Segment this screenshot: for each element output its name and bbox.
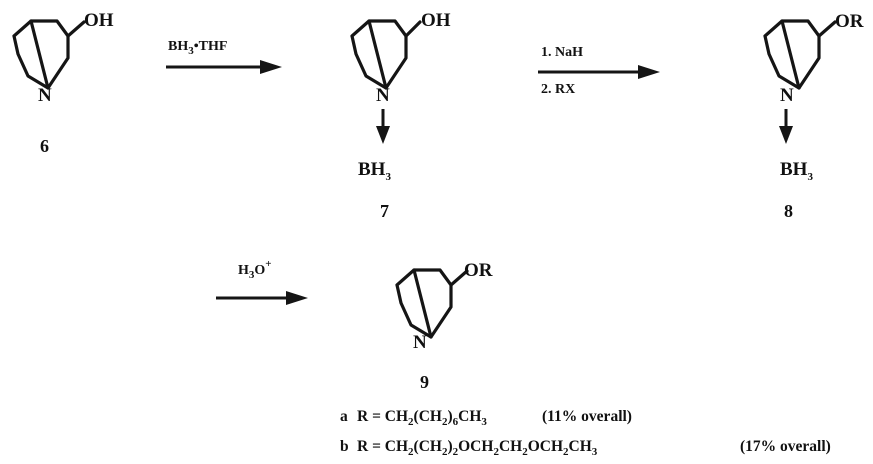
compound-number: 8: [784, 201, 793, 221]
reaction-arrow-2: 1. NaH 2. RX: [538, 45, 660, 97]
product-b-r-group: R = CH2(CH2)2OCH2CH2OCH2CH3: [357, 438, 598, 458]
compound-number: 7: [380, 201, 389, 221]
reagent-rest: •THF: [194, 39, 228, 54]
product-a-definition: a R = CH2(CH2)6CH3 (11% overall): [340, 408, 632, 428]
nitrogen-label: N: [376, 85, 390, 106]
ether-label: OR: [835, 11, 864, 32]
dative-bond-arrow: [779, 109, 793, 144]
nitrogen-label: N: [38, 85, 52, 106]
nitrogen-label: N: [780, 85, 794, 106]
reaction-arrow-1: BH3•THF: [166, 39, 282, 74]
compound-9: OR N 9: [395, 260, 493, 392]
hydroxyl-label: OH: [421, 10, 451, 31]
reagent-step-1: 1. NaH: [541, 45, 583, 60]
product-a-id: a: [340, 408, 348, 425]
compound-number: 9: [420, 372, 429, 392]
product-b-yield: (17% overall): [740, 438, 831, 455]
hydroxyl-label: OH: [84, 10, 114, 31]
reagent-label: BH3•THF: [168, 39, 227, 57]
compound-number: 6: [40, 136, 49, 156]
reaction-arrow-3: H3O+: [216, 258, 308, 305]
compound-7: OH N BH3 7: [350, 10, 451, 221]
borane-label: BH3: [358, 159, 391, 183]
ether-label: OR: [464, 260, 493, 281]
dative-bond-arrow: [376, 109, 390, 144]
reagent-step-2: 2. RX: [541, 82, 575, 97]
nitrogen-label: N: [413, 332, 427, 353]
product-b-id: b: [340, 438, 349, 455]
compound-8: OR N BH3 8: [763, 11, 864, 221]
compound-6: OH N 6: [12, 10, 114, 156]
reagent-label: H3O+: [238, 258, 272, 281]
borane-label: BH3: [780, 159, 813, 183]
product-a-r-group: R = CH2(CH2)6CH3: [357, 408, 487, 428]
product-a-yield: (11% overall): [542, 408, 632, 425]
product-b-definition: b R = CH2(CH2)2OCH2CH2OCH2CH3 (17% overa…: [340, 438, 831, 458]
